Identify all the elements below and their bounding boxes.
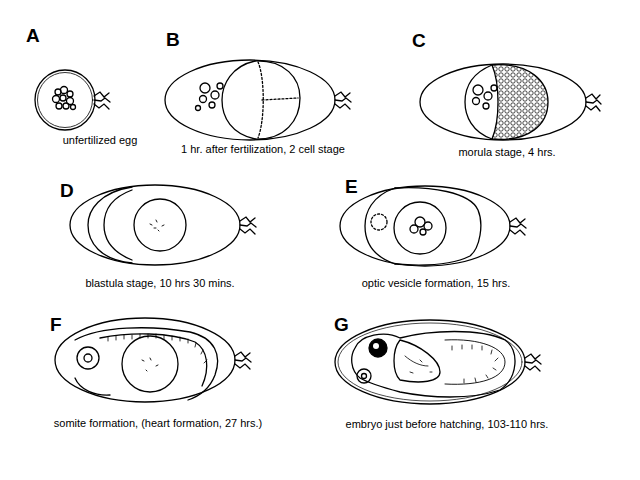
illustration-stroke <box>424 222 432 230</box>
illustration-stroke <box>340 186 510 266</box>
illustration-stroke <box>63 103 69 109</box>
illustration-stroke <box>35 60 601 404</box>
illustration-stroke <box>77 347 99 369</box>
egg-two-cell <box>165 60 351 140</box>
illustration-stroke <box>150 220 164 231</box>
illustration-stroke <box>371 214 387 230</box>
illustration-stroke <box>104 190 132 260</box>
illustration-stroke <box>53 96 60 103</box>
illustration-stroke <box>483 103 489 109</box>
illustration-stroke <box>70 185 240 265</box>
illustration-stroke <box>94 92 110 109</box>
illustration-stroke <box>420 64 586 140</box>
illustration-stroke <box>235 352 251 369</box>
illustration-stroke <box>217 83 223 89</box>
illustration-stroke <box>134 199 186 251</box>
stage-letter: E <box>345 176 358 199</box>
stage-caption: optic vesicle formation, 15 hrs. <box>362 277 511 290</box>
stage-caption: morula stage, 4 hrs. <box>458 146 555 159</box>
illustration-stroke <box>394 202 446 254</box>
illustration-stroke <box>56 103 62 109</box>
illustration-stroke <box>420 229 426 235</box>
illustration-stroke <box>75 334 207 395</box>
illustration-stroke <box>200 83 210 93</box>
illustration-stroke <box>200 96 207 103</box>
illustration-stroke <box>262 98 298 100</box>
egg-optic-vesicle <box>340 186 526 266</box>
illustration-stroke <box>394 340 440 382</box>
illustration-stroke <box>75 328 218 400</box>
illustration-stroke <box>335 320 525 404</box>
illustration-stroke <box>357 369 371 383</box>
illustration-stroke <box>255 61 300 139</box>
illustration-stroke <box>196 106 201 111</box>
illustration-stroke <box>142 358 158 371</box>
illustration-stroke <box>88 187 132 263</box>
illustration-stroke <box>491 85 497 91</box>
illustration-stroke <box>405 356 432 373</box>
illustration-stroke <box>211 91 219 99</box>
stage-letter: C <box>412 30 426 53</box>
illustration-stroke <box>122 336 178 392</box>
stage-letter: A <box>26 25 40 48</box>
egg-blastula <box>70 185 256 265</box>
stage-caption: unfertilized egg <box>63 134 138 147</box>
egg-unfertilized <box>35 70 110 130</box>
egg-somite-formation <box>55 318 251 402</box>
illustration-stroke <box>484 92 492 100</box>
illustration-stroke <box>410 225 418 233</box>
egg-morula <box>420 64 601 140</box>
stage-caption: 1 hr. after fertilization, 2 cell stage <box>181 143 345 156</box>
illustration-stroke <box>222 61 255 139</box>
illustration-stroke <box>473 85 483 95</box>
stage-letter: B <box>166 29 180 52</box>
stage-caption: embryo just before hatching, 103-110 hrs… <box>346 418 549 431</box>
illustration-stroke <box>338 323 522 401</box>
stage-caption: blastula stage, 10 hrs 30 mins. <box>85 277 234 290</box>
illustration-stroke <box>525 354 541 371</box>
stage-caption: somite formation, (heart formation, 27 h… <box>54 417 262 430</box>
illustration-stroke <box>395 188 481 265</box>
illustration-stroke <box>209 102 215 108</box>
illustration-stroke <box>240 217 256 234</box>
stage-letter: F <box>50 314 62 337</box>
illustration-stroke <box>373 343 379 349</box>
illustration-stroke <box>445 340 505 385</box>
illustration-stroke <box>492 65 548 140</box>
illustration-stroke <box>335 92 351 109</box>
illustration-stroke <box>60 95 66 101</box>
illustration-stroke <box>67 91 73 97</box>
illustration-stroke <box>369 339 387 357</box>
illustration-stroke <box>465 65 492 139</box>
illustration-stroke <box>108 334 207 363</box>
illustration-stroke <box>362 374 367 379</box>
illustration-stroke <box>510 218 526 235</box>
illustration-stroke <box>452 345 498 383</box>
illustration-stroke <box>165 60 335 140</box>
stage-letter: D <box>60 180 74 203</box>
illustration-stroke <box>365 188 395 264</box>
egg-embryo-before-hatching <box>335 320 541 404</box>
illustration-stroke <box>473 98 480 105</box>
illustration-stroke <box>55 318 235 402</box>
stage-letter: G <box>334 314 349 337</box>
illustration-stroke <box>35 70 95 130</box>
illustration-stroke <box>586 94 601 111</box>
illustration-stroke <box>61 87 68 94</box>
illustration-stroke <box>38 73 93 128</box>
illustration-stroke <box>352 332 515 398</box>
illustration-stroke <box>71 105 76 110</box>
illustration-stroke <box>84 354 92 362</box>
